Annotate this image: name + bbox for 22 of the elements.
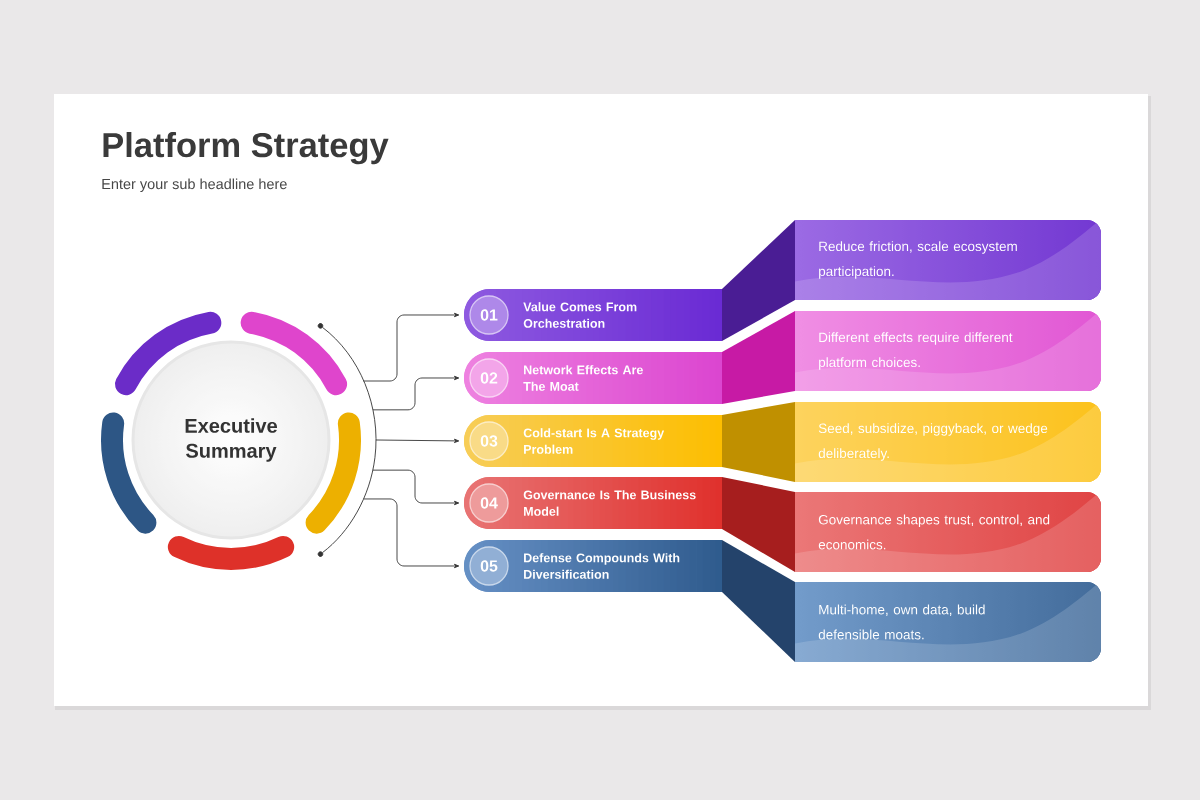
number-badge: 02: [469, 358, 509, 398]
number-badge: 03: [469, 421, 509, 461]
ribbon-fold: [722, 540, 795, 662]
subtitle: Enter your sub headline here: [102, 178, 287, 192]
number-badge: 04: [469, 483, 509, 523]
ribbon-fold: [722, 477, 795, 572]
arrow: [372, 375, 460, 411]
description-box: Governance shapes trust, control, and economics.: [795, 492, 1101, 572]
ribbon-fold: [722, 402, 795, 482]
description-box: Seed, subsidize, piggyback, or wedge deliberately.: [795, 402, 1101, 482]
description-box: Different effects require different platform choices.: [795, 311, 1101, 391]
ribbon-fold: [722, 220, 795, 341]
number-badge: 01: [469, 295, 509, 335]
number-badge: 05: [469, 546, 509, 586]
description-box: Multi-home, own data, build defensible moats.: [795, 582, 1101, 662]
description-box: Reduce friction, scale ecosystem participation.: [795, 220, 1101, 300]
arrow: [363, 312, 460, 382]
ribbon-fold: [722, 311, 795, 404]
title: Platform Strategy: [103, 132, 389, 165]
arrow: [372, 469, 460, 506]
arrow: [375, 438, 460, 444]
arrow: [363, 498, 460, 569]
